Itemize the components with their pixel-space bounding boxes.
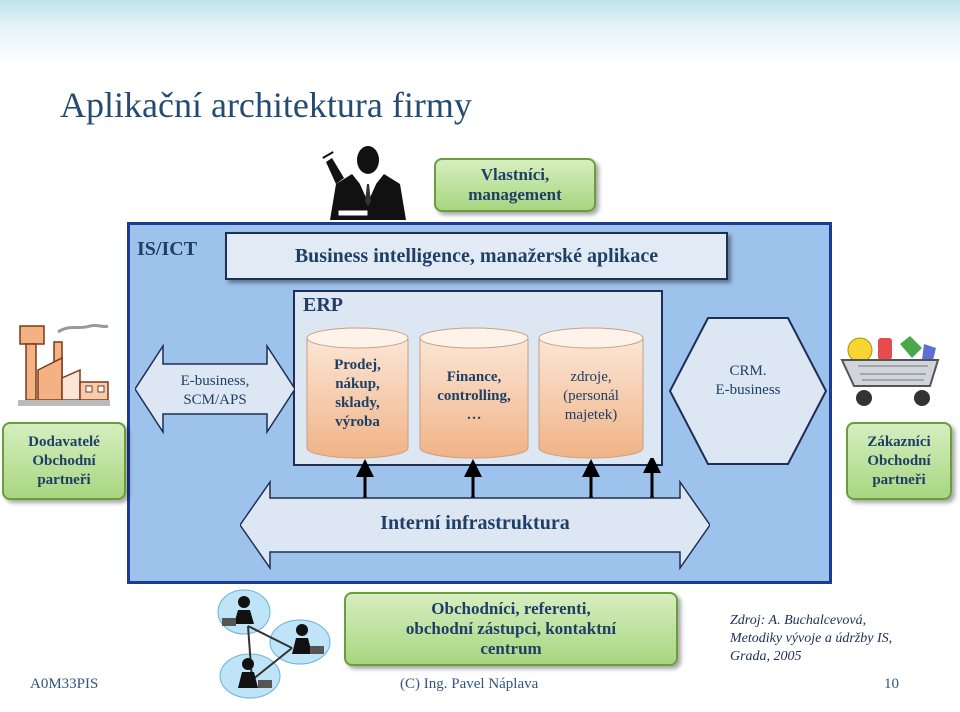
ict-label: IS/ICT xyxy=(137,238,198,260)
businessman-icon xyxy=(322,146,406,220)
cylinder-finance: Finance, controlling, … xyxy=(418,326,530,460)
cylinder-finance-text: Finance, controlling, … xyxy=(418,368,530,425)
crm-label: CRM. E-business xyxy=(690,362,806,400)
suppliers-line-1: Dodavatelé xyxy=(28,433,100,450)
customers-box: Zákazníci Obchodní partneři xyxy=(846,422,952,500)
suppliers-line-3: partneři xyxy=(37,471,91,488)
ebusiness-label: E-business, SCM/APS xyxy=(160,372,270,410)
slide-title: Aplikační architektura firmy xyxy=(60,85,472,125)
cylinder-resources-shape xyxy=(538,327,644,459)
cylinder-sales-line: výroba xyxy=(335,414,380,430)
customers-line-2: Obchodní xyxy=(867,452,931,469)
footer-course: A0M33PIS xyxy=(30,676,99,692)
crm-line-1: CRM. xyxy=(729,363,767,379)
suppliers-line-2: Obchodní xyxy=(32,452,96,469)
sales-line-1: Obchodníci, referenti, xyxy=(431,599,591,618)
cylinder-resources-line: zdroje, xyxy=(570,369,612,385)
ebusiness-arrow xyxy=(135,344,295,434)
ebusiness-line-2: SCM/APS xyxy=(183,392,247,408)
source-line-3: Grada, 2005 xyxy=(730,649,802,664)
shopping-cart-icon xyxy=(840,336,940,406)
cylinder-sales-text: Prodej, nákup, sklady, výroba xyxy=(305,356,410,432)
customers-line-1: Zákazníci xyxy=(867,433,931,450)
cylinder-resources-text: zdroje, (personál majetek) xyxy=(537,368,645,425)
cylinder-finance-line: Finance, xyxy=(446,369,502,385)
cylinder-resources: zdroje, (personál majetek) xyxy=(537,326,645,460)
erp-label: ERP xyxy=(303,294,343,316)
cylinder-resources-line: majetek) xyxy=(564,407,618,423)
source-note: Zdroj: A. Buchalcevová, Metodiky vývoje … xyxy=(730,612,892,666)
suppliers-box: Dodavatelé Obchodní partneři xyxy=(2,422,126,500)
cylinder-sales-line: nákup, xyxy=(335,376,380,392)
infrastructure-arrow xyxy=(240,480,710,570)
sales-line-3: centrum xyxy=(480,639,542,658)
sales-line-2: obchodní zástupci, kontaktní xyxy=(405,619,617,638)
header-band xyxy=(0,0,960,66)
cylinder-finance-line: controlling, xyxy=(437,388,511,404)
network-people-icon xyxy=(217,589,331,699)
owners-box: Vlastníci, management xyxy=(434,158,596,212)
source-line-1: Zdroj: A. Buchalcevová, xyxy=(730,613,867,628)
owners-line-1: Vlastníci, xyxy=(480,165,550,184)
crm-line-2: E-business xyxy=(715,382,781,398)
bi-label: Business intelligence, manažerské aplika… xyxy=(294,244,659,267)
ebusiness-line-1: E-business, xyxy=(180,373,250,389)
cylinder-resources-line: (personál xyxy=(563,388,619,404)
cylinder-sales: Prodej, nákup, sklady, výroba xyxy=(305,326,410,460)
cylinder-sales-line: Prodej, xyxy=(334,357,381,373)
owners-line-2: management xyxy=(468,185,562,204)
cylinder-sales-shape xyxy=(306,327,409,459)
footer-author: (C) Ing. Pavel Náplava xyxy=(400,676,539,692)
cylinder-finance-line: … xyxy=(466,407,482,423)
factory-icon xyxy=(18,323,110,406)
infrastructure-label: Interní infrastruktura xyxy=(380,512,570,534)
connector-arrows xyxy=(356,458,661,508)
sales-box: Obchodníci, referenti, obchodní zástupci… xyxy=(344,592,678,666)
source-line-2: Metodiky vývoje a údržby IS, xyxy=(730,631,893,646)
customers-line-3: partneři xyxy=(872,471,926,488)
footer-page: 10 xyxy=(884,676,899,692)
cylinder-sales-line: sklady, xyxy=(335,395,380,411)
bi-box: Business intelligence, manažerské aplika… xyxy=(225,232,728,280)
cylinder-finance-shape xyxy=(419,327,529,459)
crm-hexagon xyxy=(668,317,828,465)
